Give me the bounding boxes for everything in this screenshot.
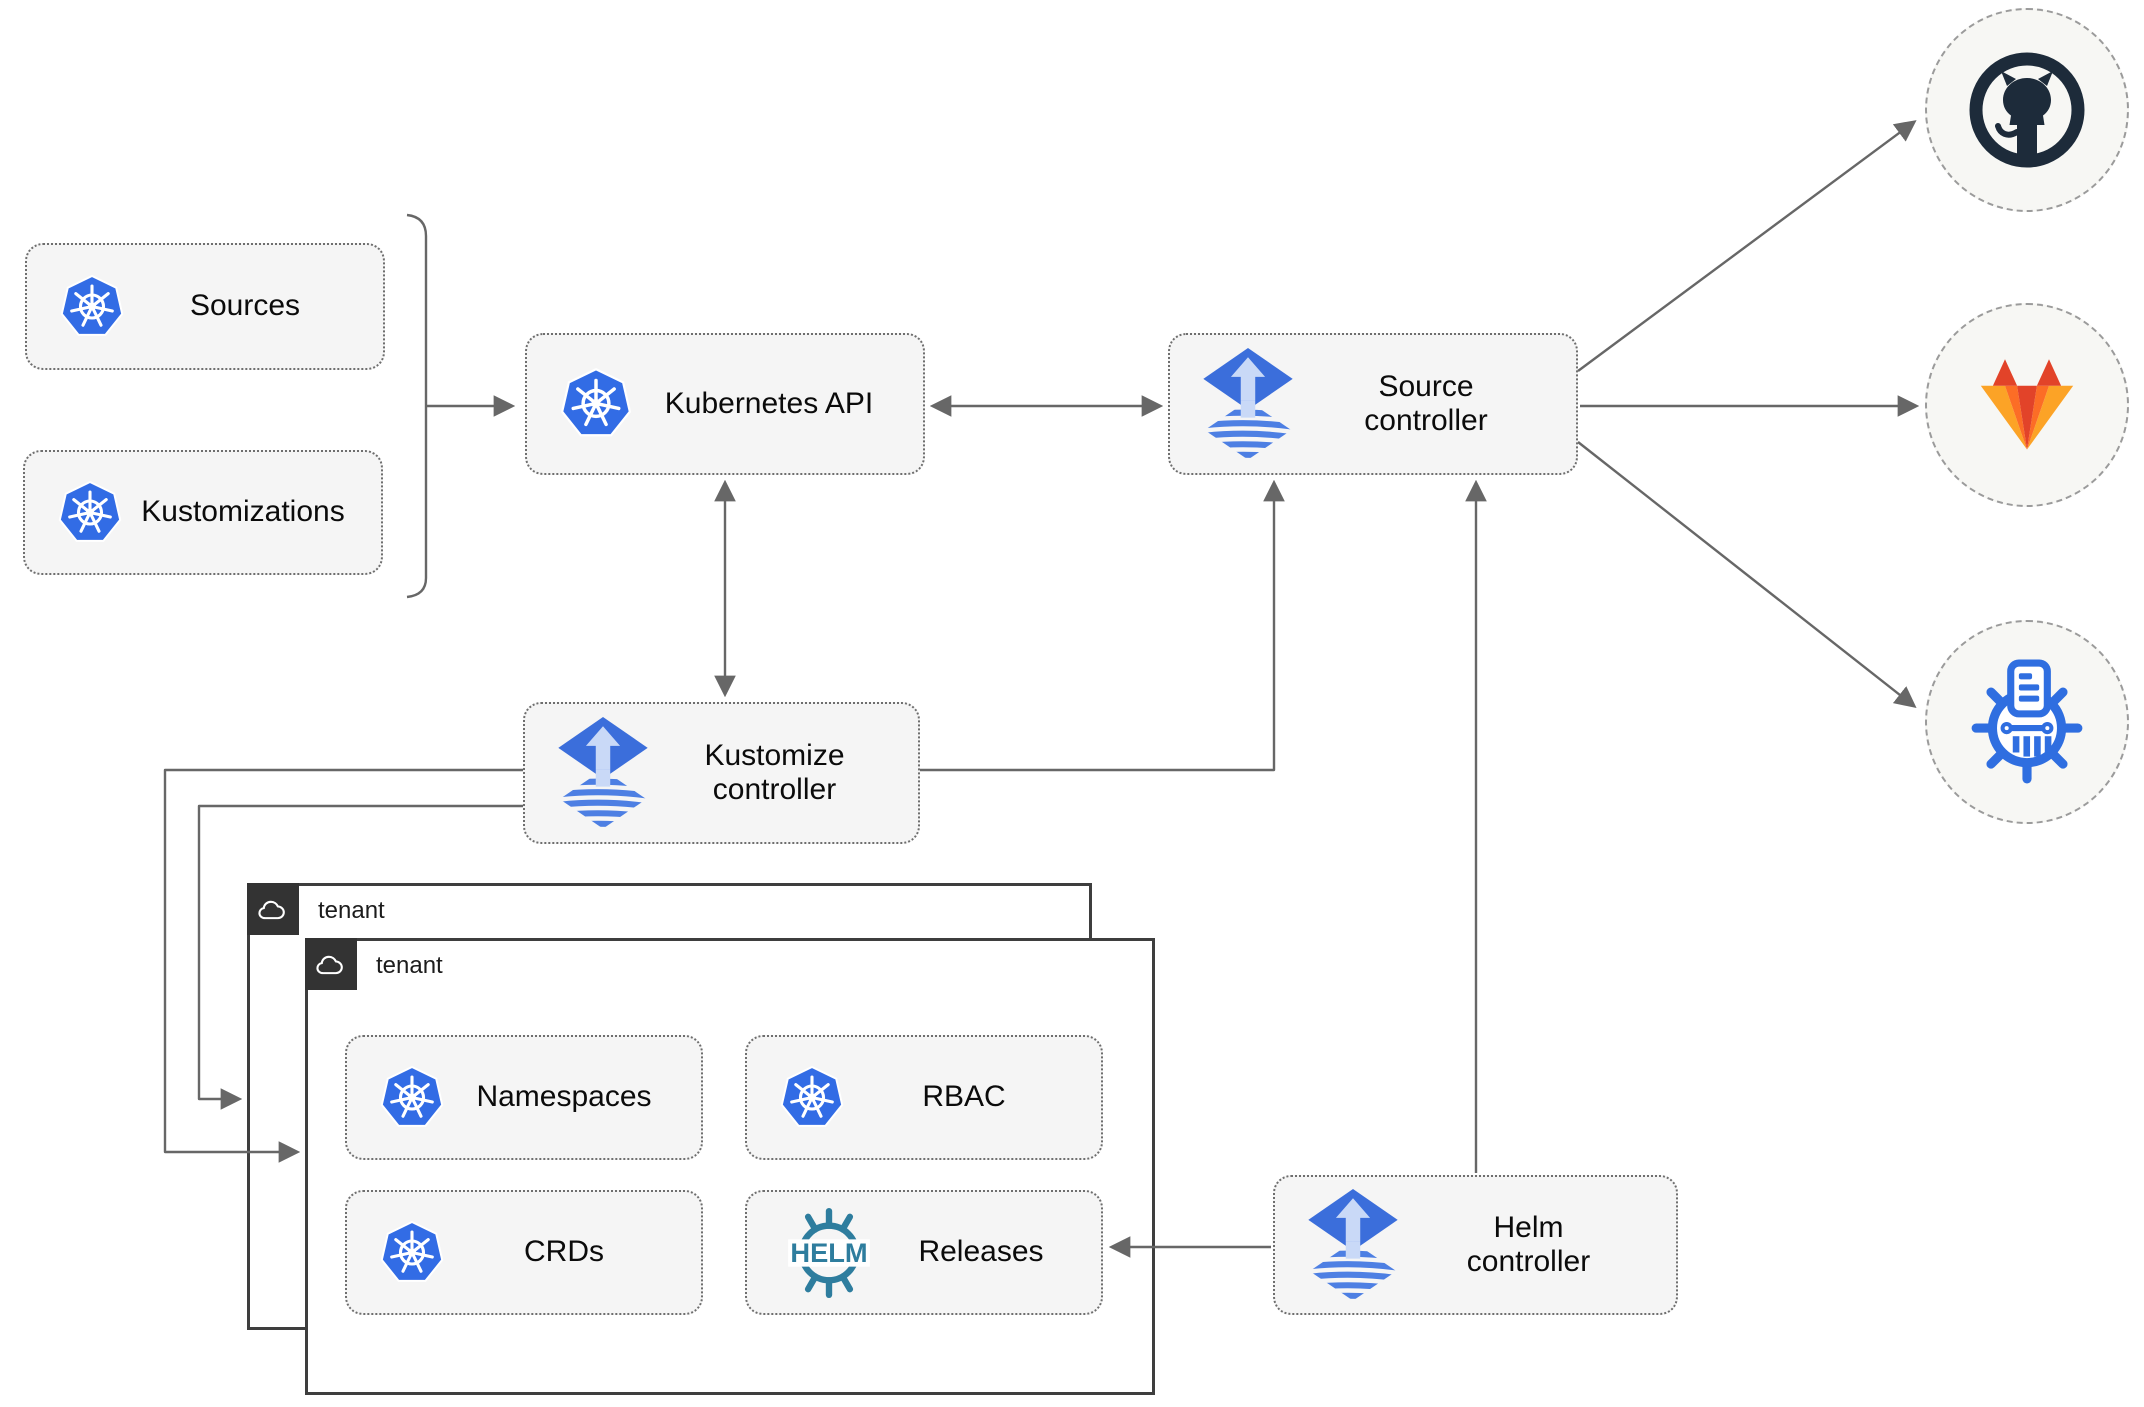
arrow-kustomize-to-source: [920, 479, 1285, 772]
namespaces-box: Namespaces: [345, 1035, 703, 1160]
sources-box: Sources: [25, 243, 385, 370]
flux-icon: [1202, 348, 1294, 461]
kustomizations-label: Kustomizations: [141, 495, 345, 529]
arrow-source-to-chartmuseum: [1577, 441, 1917, 709]
tenant-label: tenant: [318, 897, 385, 924]
kubernetes-icon: [59, 275, 125, 339]
helm-logo-text: HELM: [790, 1237, 867, 1268]
kustomize-controller-node: Kustomize controller: [523, 702, 920, 844]
releases-box: HELM Releases: [745, 1190, 1103, 1315]
tenant-tag: [305, 938, 357, 990]
kubernetes-icon: [779, 1066, 845, 1130]
github-icon: [1967, 50, 2087, 170]
kubernetes-api-label: Kubernetes API: [664, 386, 874, 420]
kubernetes-api-node: Kubernetes API: [525, 333, 925, 475]
source-controller-node: Source controller: [1168, 333, 1578, 475]
kubernetes-icon: [379, 1221, 445, 1285]
rbac-label: RBAC: [922, 1080, 1006, 1114]
flux-icon: [557, 717, 649, 830]
github-external: [1925, 8, 2129, 212]
rbac-box: RBAC: [745, 1035, 1103, 1160]
arrow-source-to-github: [1577, 120, 1917, 372]
source-controller-label: Source controller: [1364, 369, 1488, 438]
group-brace: [406, 213, 428, 599]
namespaces-label: Namespaces: [476, 1080, 652, 1114]
kustomize-controller-label: Kustomize controller: [704, 738, 845, 807]
releases-label: Releases: [918, 1235, 1044, 1269]
cloud-icon: [316, 953, 346, 976]
kustomizations-box: Kustomizations: [23, 450, 383, 575]
crds-box: CRDs: [345, 1190, 703, 1315]
chartmuseum-icon: [1966, 659, 2088, 785]
tenant-label: tenant: [376, 952, 443, 979]
tenant-box-front: tenant: [305, 938, 1155, 1395]
gitlab-external: [1925, 303, 2129, 507]
kubernetes-icon: [57, 481, 123, 545]
helm-icon: HELM: [779, 1202, 879, 1304]
helm-controller-label: Helm controller: [1466, 1210, 1591, 1279]
chartmuseum-external: [1925, 620, 2129, 824]
cloud-icon: [258, 898, 288, 921]
helm-controller-node: Helm controller: [1273, 1175, 1678, 1315]
kubernetes-icon: [559, 368, 633, 440]
gitlab-icon: [1972, 357, 2082, 454]
crds-label: CRDs: [524, 1235, 604, 1269]
kubernetes-icon: [379, 1066, 445, 1130]
tenant-tag: [247, 883, 299, 935]
flux-icon: [1307, 1189, 1399, 1302]
sources-label: Sources: [189, 289, 301, 323]
